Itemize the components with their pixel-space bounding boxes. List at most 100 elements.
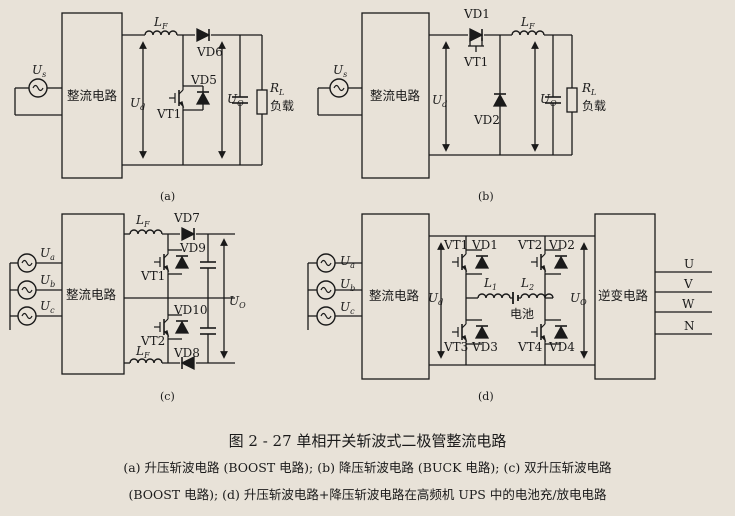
switch-vt1-label: VT1 <box>156 107 181 121</box>
panel-a <box>14 12 268 179</box>
diode-vd2-label: VD2 <box>473 113 500 127</box>
load-resistor-icon <box>256 89 268 115</box>
output-w-label: W <box>682 297 695 311</box>
inductor-icon <box>144 30 178 36</box>
switch-vt2-label: VT2 <box>517 238 542 252</box>
source-b-label: Ub <box>340 277 355 293</box>
load-resistor-icon <box>566 87 578 113</box>
rectifier-label: 整流电路 <box>370 88 421 103</box>
ac-source-icon <box>28 78 48 98</box>
source-label: Us <box>333 63 347 79</box>
uo-label: UO <box>227 92 244 108</box>
diode-vd1-label: VD1 <box>463 7 490 21</box>
ac-source-icon <box>329 78 349 98</box>
inductor-label: LF <box>520 15 535 31</box>
diode-vd7-icon <box>181 227 195 241</box>
switch-vt1-label: VT1 <box>443 238 468 252</box>
diode-vd3-label: VD3 <box>471 340 498 354</box>
rectifier-label: 整流电路 <box>67 88 118 103</box>
panel-d <box>307 213 712 380</box>
ac-source-c-icon <box>17 306 37 326</box>
switch-vt1-label: VT1 <box>140 269 165 283</box>
ac-source-c-icon <box>316 306 336 326</box>
rectifier-block <box>61 213 125 375</box>
inductor-l1-label: L1 <box>483 276 497 292</box>
source-a-label: Ua <box>40 246 55 262</box>
switch-vt4-label: VT4 <box>517 340 543 354</box>
source-a-label: Ua <box>340 254 355 270</box>
figure-caption-line-2: (BOOST 电路); (d) 升压斩波电路+降压斩波电路在高频机 UPS 中的… <box>128 487 607 502</box>
source-c-label: Uc <box>40 299 55 315</box>
diode-vd10-icon <box>175 320 189 334</box>
inverter-label: 逆变电路 <box>598 288 649 303</box>
ac-source-a-icon <box>17 253 37 273</box>
inductor-l2-label: L2 <box>520 276 534 292</box>
figure-title: 图 2 - 27 单相开关斩波式二极管整流电路 <box>228 432 507 450</box>
output-u-label: U <box>684 257 694 271</box>
source-c-label: Uc <box>340 300 355 316</box>
diode-vd9-icon <box>175 255 189 269</box>
load-label: RL <box>269 81 284 97</box>
inductor-l1-icon <box>477 293 511 299</box>
circuit-diagrams: Us 整流电路 LF VD6 VD5 VT1 Ud UO RL 负载 (a) <box>9 7 712 403</box>
switch-vt1-label: VT1 <box>463 55 488 69</box>
diode-vd2-icon <box>554 255 568 269</box>
diode-vd1-icon <box>469 28 483 42</box>
panel-b <box>317 12 578 179</box>
ac-source-a-icon <box>316 253 336 273</box>
uo-label: UO <box>540 92 557 108</box>
battery-label: 电池 <box>510 307 534 321</box>
diode-vd2-icon <box>493 93 507 107</box>
figure-caption-line-1: (a) 升压斩波电路 (BOOST 电路); (b) 降压斩波电路 (BUCK … <box>123 460 612 475</box>
diode-vd1-label: VD1 <box>471 238 498 252</box>
uo-label: UO <box>229 294 246 310</box>
ac-source-b-icon <box>316 280 336 300</box>
rectifier-block <box>61 12 123 179</box>
ud-label: Ud <box>130 96 145 112</box>
capacitor-upper-icon <box>199 261 217 269</box>
diode-vd7-label: VD7 <box>173 211 200 225</box>
panel-a-caption: (a) <box>160 190 175 203</box>
diode-vd1-icon <box>475 255 489 269</box>
diode-vd9-label: VD9 <box>179 241 206 255</box>
source-b-label: Ub <box>40 273 55 289</box>
rectifier-label: 整流电路 <box>369 288 420 303</box>
diode-vd4-label: VD4 <box>548 340 575 354</box>
load-name-label: 负载 <box>582 99 606 113</box>
diode-vd5-label: VD5 <box>190 73 217 87</box>
inductor-bottom-label: LF <box>135 344 150 360</box>
ac-source-b-icon <box>17 280 37 300</box>
diode-vd2-label: VD2 <box>548 238 575 252</box>
inverter-block <box>594 213 656 380</box>
diode-vd4-icon <box>554 325 568 339</box>
diode-vd8-label: VD8 <box>173 346 200 360</box>
output-n-label: N <box>684 319 695 333</box>
diode-vd5-icon <box>196 91 210 105</box>
diode-vd10-label: VD10 <box>173 303 208 317</box>
uo-label: UO <box>570 291 587 307</box>
switch-vt2-label: VT2 <box>140 334 165 348</box>
source-label: Us <box>32 63 46 79</box>
inductor-label: LF <box>153 15 168 31</box>
capacitor-lower-icon <box>199 327 217 335</box>
inductor-top-label: LF <box>135 213 150 229</box>
rectifier-block <box>361 12 430 179</box>
diode-vd6-icon <box>196 28 210 42</box>
switch-vt3-label: VT3 <box>443 340 468 354</box>
load-name-label: 负载 <box>270 99 294 113</box>
panel-d-caption: (d) <box>478 390 494 403</box>
ud-label: Ud <box>432 93 447 109</box>
panel-b-caption: (b) <box>478 190 494 203</box>
inductor-top-icon <box>129 229 163 235</box>
panel-c <box>9 213 235 375</box>
inductor-icon <box>511 30 545 36</box>
panel-c-caption: (c) <box>160 390 175 403</box>
switch-vt2-icon <box>530 249 546 275</box>
diode-vd3-icon <box>475 325 489 339</box>
rectifier-label: 整流电路 <box>66 287 117 302</box>
load-label: RL <box>581 81 596 97</box>
switch-vt1-icon <box>451 249 467 275</box>
ud-label: Ud <box>428 291 443 307</box>
output-v-label: V <box>683 277 693 291</box>
diode-vd6-label: VD6 <box>196 45 223 59</box>
